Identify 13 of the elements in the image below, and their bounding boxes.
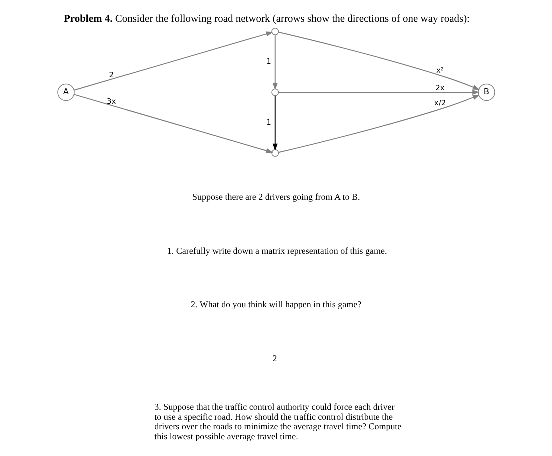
label: Suppose there are 2 drivers going from A to B. (192, 192, 360, 202)
edge-label: 2 (108, 70, 114, 80)
edge-label: x/2 (434, 98, 446, 108)
edge-label: 2x (435, 83, 444, 92)
label: 1. Carefully write down a matrix representation of this game. (166, 246, 387, 256)
diagram-title: Problem 4. Consider the following road network (arrows show the directions of one way roads): (63, 14, 470, 25)
edge-label: 1 (266, 118, 271, 127)
edge-label: 1 (266, 57, 271, 66)
label: 2 (272, 354, 277, 364)
edge-label: x² (436, 66, 444, 76)
label: 3. Suppose that the traffic control authority could force each driver to use a specific road. How should the traffic control distribute the drivers over the roads to minimize the average travel time? Compute this lowest possible average travel time. (154, 402, 402, 442)
label: 2. What do you think will happen in this game? (190, 300, 362, 310)
edge-label: 3x (106, 96, 116, 106)
